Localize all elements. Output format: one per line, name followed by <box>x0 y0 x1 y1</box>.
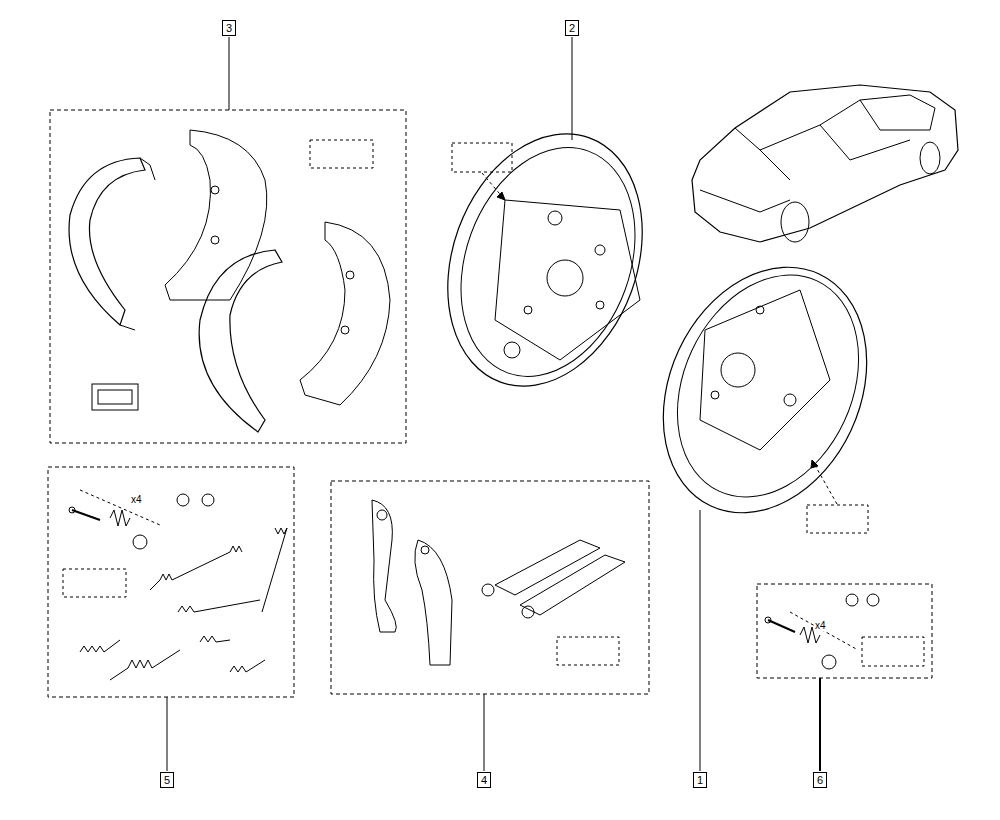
quantity-label: x4 <box>130 494 143 505</box>
callout-box: 5 <box>160 772 174 788</box>
callout-number: 5 <box>164 774 170 786</box>
callout-box: 6 <box>813 772 827 788</box>
callout-box: 4 <box>477 772 491 788</box>
callout-number: 2 <box>569 22 575 34</box>
callout-number: 3 <box>226 22 232 34</box>
callout-box: 1 <box>693 772 707 788</box>
callout-number: 6 <box>817 774 823 786</box>
quantity-label: x4 <box>814 620 827 631</box>
callout-number: 4 <box>481 774 487 786</box>
callout-box: 3 <box>222 20 236 36</box>
callout-box: 2 <box>565 20 579 36</box>
callout-number: 1 <box>697 774 703 786</box>
